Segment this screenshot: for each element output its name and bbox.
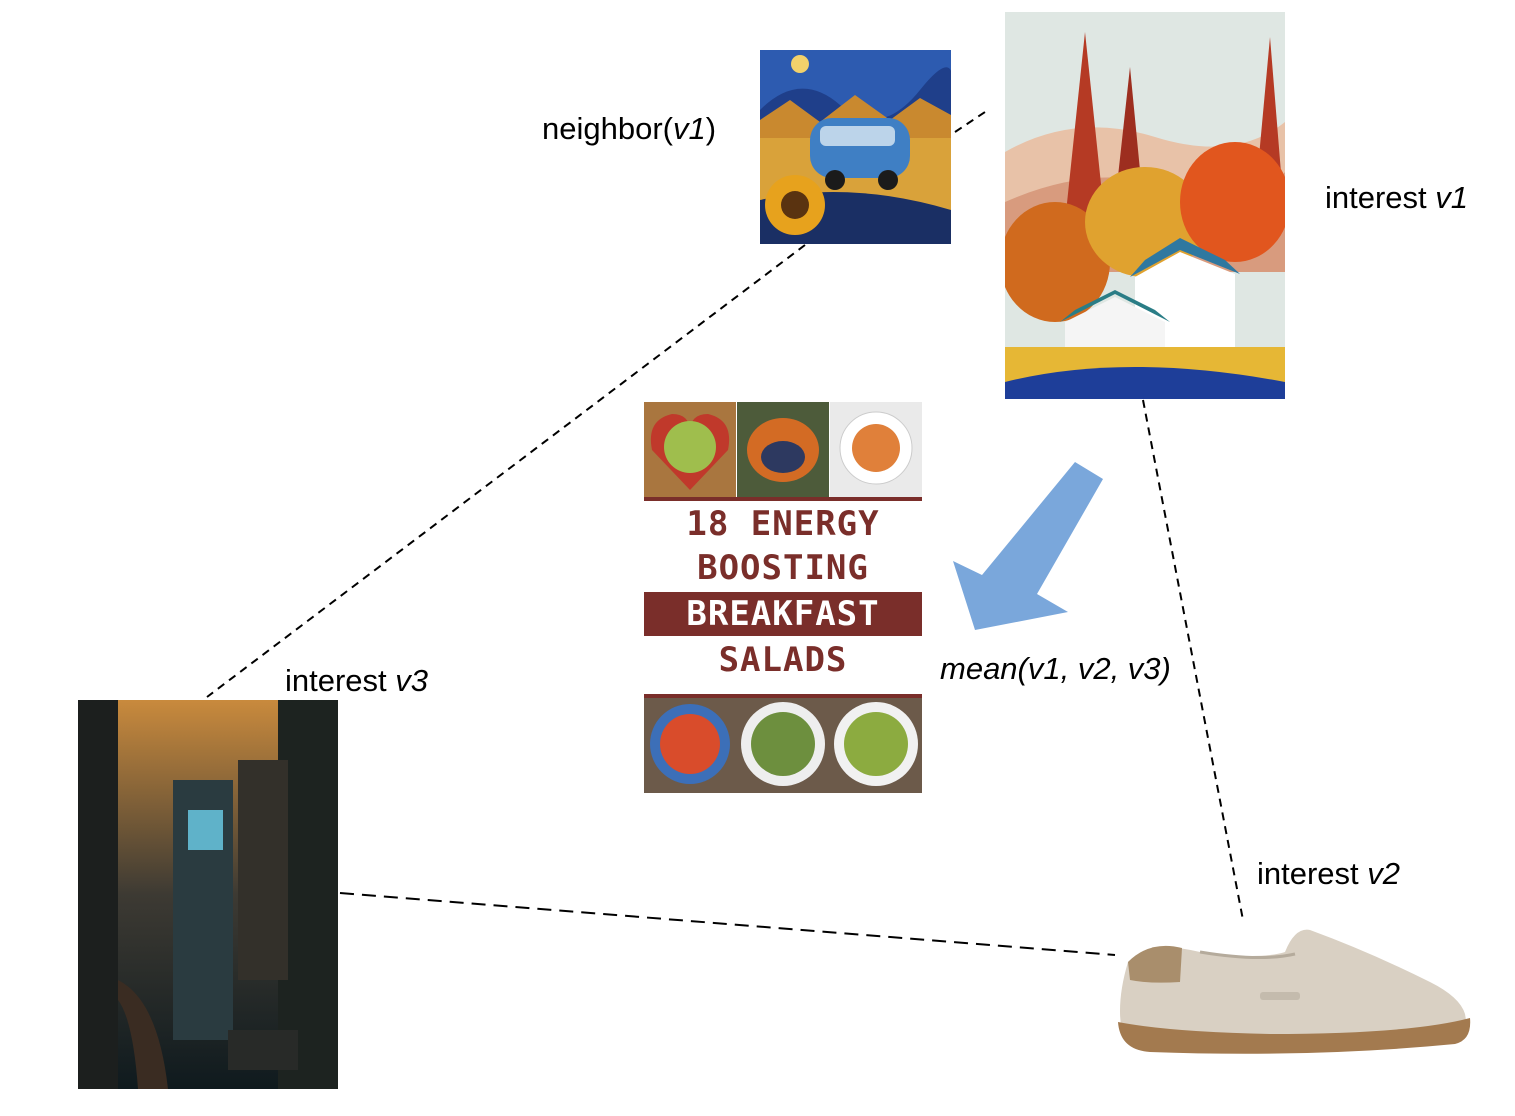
recipe-title-line2: BOOSTING [697,548,869,588]
neighbor-v1-label: neighbor(v1) [542,111,717,146]
mean-label: mean(v1, v2, v3) [940,651,1171,686]
recipe-card-image: 18 ENERGY BOOSTING BREAKFAST SALADS [644,402,922,793]
interest-v2-var: v2 [1367,856,1401,891]
neighbor-image [760,50,951,244]
recipe-title: 18 ENERGY BOOSTING BREAKFAST SALADS [644,502,922,692]
recipe-title-line3: BREAKFAST [644,592,922,636]
interest-v1-var: v1 [1435,180,1469,215]
dashed-edge-v3-to-v2 [339,892,1116,956]
dashed-edge-v1-to-v2 [1142,399,1244,921]
recipe-title-line1: 18 ENERGY [686,504,880,544]
interest-v1-label: interest v1 [1325,180,1469,215]
dashed-edge-neighbor-to-v1 [954,111,986,133]
neighbor-v1-var: v1 [672,111,706,146]
interest-v3-image [78,700,338,1089]
mean-arrow [953,462,1103,630]
interest-v2-image [1110,922,1475,1057]
interest-v2-label: interest v2 [1257,856,1401,891]
interest-v3-label: interest v3 [285,663,429,698]
recipe-title-line4: SALADS [718,640,848,680]
interest-v1-image [1005,12,1285,399]
interest-v3-var: v3 [395,663,429,698]
